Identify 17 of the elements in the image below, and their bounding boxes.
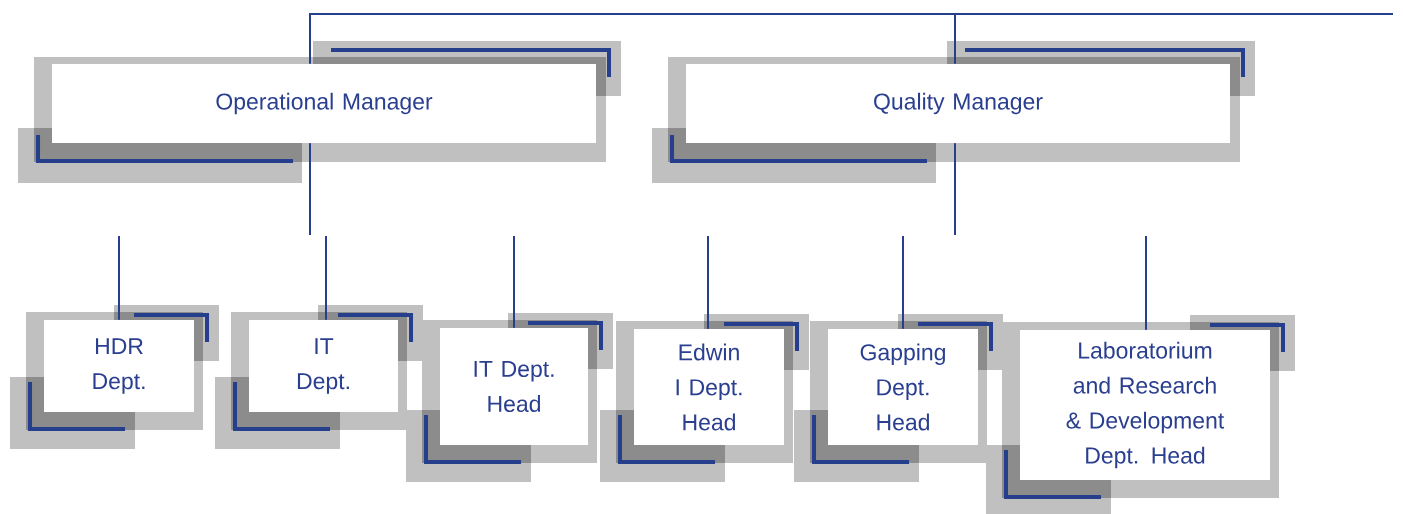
department-box: Gapping Dept. Head [794,314,1003,482]
connector-line [1145,235,1147,331]
manager-box: Quality Manager [652,41,1255,183]
connector-line [513,235,515,329]
connector-line [954,142,956,236]
department-box: Edwin I Dept. Head [600,314,809,482]
connector-line [309,142,311,236]
connector-line [902,235,904,330]
department-box: IT Dept. [215,305,423,449]
department-box: HDR Dept. [10,305,219,449]
department-box: IT Dept. Head [406,313,613,482]
connector-line [118,235,120,321]
department-box: Laboratorium and Research & Development Dept. Head [986,315,1295,514]
connector-line [325,235,327,321]
connector-line [707,235,709,330]
connector-line [954,13,1394,65]
manager-box: Operational Manager [18,41,621,183]
